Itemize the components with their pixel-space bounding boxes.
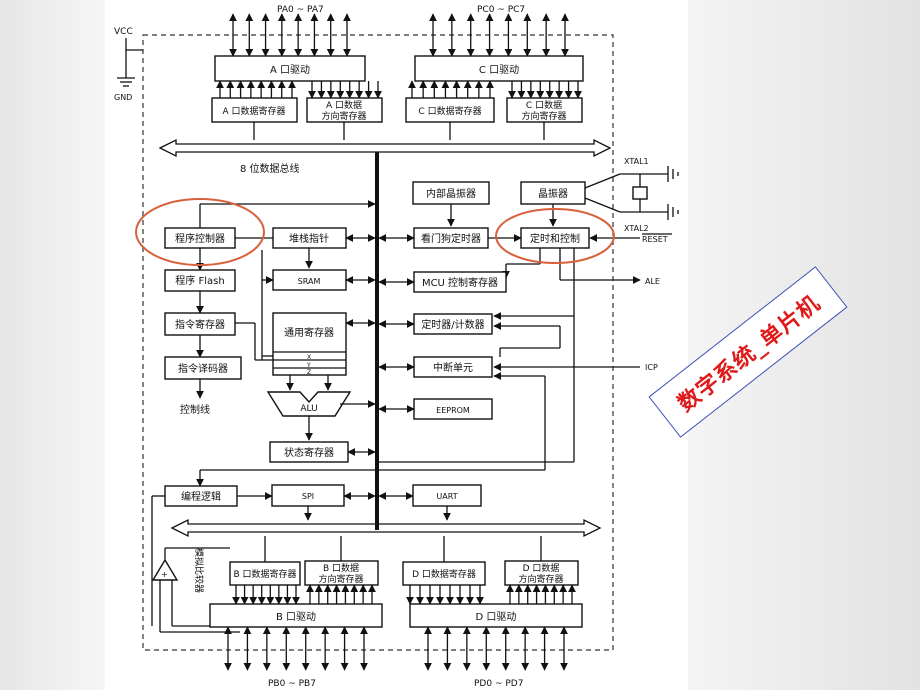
xtal2-label: XTAL2 (624, 224, 649, 233)
uart-label: UART (436, 492, 457, 501)
port-c-driver-label: C 口驱动 (479, 64, 519, 76)
program-flash-label: 程序 Flash (175, 274, 224, 287)
spi-label: SPI (302, 492, 314, 501)
port-a-direction-label-1: A 口数据 (326, 99, 362, 111)
port-d-pin-label: PD0 ~ PD7 (474, 679, 523, 689)
control-lines-label: 控制线 (180, 403, 210, 416)
port-b-direction-label-2: 方向寄存器 (318, 573, 363, 585)
mcu-control-register-label: MCU 控制寄存器 (422, 276, 498, 289)
icp-label: ICP (645, 363, 658, 372)
interrupt-unit-label: 中断单元 (433, 361, 473, 374)
comparator-plus: + (161, 570, 168, 579)
port-c-data-register (405, 97, 495, 123)
gnd-label: GND (114, 93, 132, 102)
port-b-pins (224, 626, 368, 671)
port-b-data-register-label: B 口数据寄存器 (233, 568, 296, 580)
timer-counter-label: 定时器/计数器 (421, 318, 484, 331)
port-d-pins (424, 626, 568, 671)
port-a-data-register-label: A 口数据寄存器 (222, 105, 285, 117)
data-bus-bottom (170, 518, 602, 538)
program-counter-label: 程序控制器 (175, 232, 225, 245)
port-b-direction-register (304, 560, 379, 586)
port-b-driver-label: B 口驱动 (276, 611, 316, 623)
internal-oscillator-label: 内部晶振器 (426, 187, 476, 200)
alu (266, 391, 352, 417)
port-a-direction-label-2: 方向寄存器 (321, 110, 366, 122)
port-register-links-bottom (232, 584, 576, 605)
port-a-pin-label: PA0 ~ PA7 (277, 5, 324, 15)
port-b-direction-label-1: B 口数据 (323, 562, 359, 574)
general-purpose-registers (272, 312, 347, 376)
general-purpose-registers-label: 通用寄存器 (284, 326, 334, 339)
ale-label: ALE (645, 277, 660, 286)
reg-x-label: X (307, 354, 311, 361)
port-d-direction-label-2: 方向寄存器 (518, 573, 563, 585)
stack-pointer-label: 堆栈指针 (289, 232, 329, 245)
reset-label: RESET (642, 235, 668, 244)
port-c-direction-label-1: C 口数据 (526, 99, 562, 111)
oscillator-label: 晶振器 (538, 187, 568, 200)
port-register-links-top (216, 80, 582, 99)
timing-control-label: 定时和控制 (530, 232, 580, 245)
highlight-timing-control (495, 208, 615, 264)
port-d-driver (409, 603, 583, 628)
instruction-decoder-label: 指令译码器 (178, 362, 228, 375)
instruction-register-label: 指令寄存器 (175, 318, 225, 331)
chip-outline (142, 34, 614, 651)
port-c-direction-label-2: 方向寄存器 (521, 110, 566, 122)
port-a-data-register (211, 97, 298, 123)
alu-label: ALU (300, 404, 317, 414)
eeprom-label: EEPROM (436, 406, 470, 415)
port-b-driver (209, 603, 383, 628)
port-c-driver (414, 55, 584, 82)
watchdog-timer-label: 看门狗定时器 (421, 232, 481, 245)
port-a-pins (229, 13, 351, 57)
port-d-data-register-label: D 口数据寄存器 (412, 568, 476, 580)
reg-y-label: Y (306, 362, 311, 369)
status-register-label: 状态寄存器 (284, 446, 334, 459)
vcc-label: VCC (114, 27, 133, 37)
crystal (632, 186, 648, 200)
data-bus-label: 8 位数据总线 (240, 162, 300, 175)
analog-comparator (151, 558, 179, 581)
port-d-direction-label-1: D 口数据 (523, 562, 560, 574)
reg-z-label: Z (307, 369, 311, 376)
port-d-driver-label: D 口驱动 (476, 611, 517, 623)
port-c-pin-label: PC0 ~ PC7 (477, 5, 525, 15)
analog-comparator-label: 模拟比较器 (193, 548, 205, 593)
port-b-pin-label: PB0 ~ PB7 (268, 679, 316, 689)
port-a-driver (214, 55, 366, 82)
highlight-program-counter (135, 198, 265, 266)
programming-logic-label: 编程逻辑 (181, 490, 221, 503)
port-a-driver-label: A 口驱动 (270, 64, 310, 76)
sram-label: SRAM (298, 277, 321, 286)
port-d-direction-register (504, 560, 579, 586)
data-bus-top (158, 138, 612, 158)
port-a-direction-register (306, 97, 383, 123)
port-c-data-register-label: C 口数据寄存器 (418, 105, 481, 117)
xtal1-label: XTAL1 (624, 157, 649, 166)
port-c-pins (429, 13, 569, 57)
